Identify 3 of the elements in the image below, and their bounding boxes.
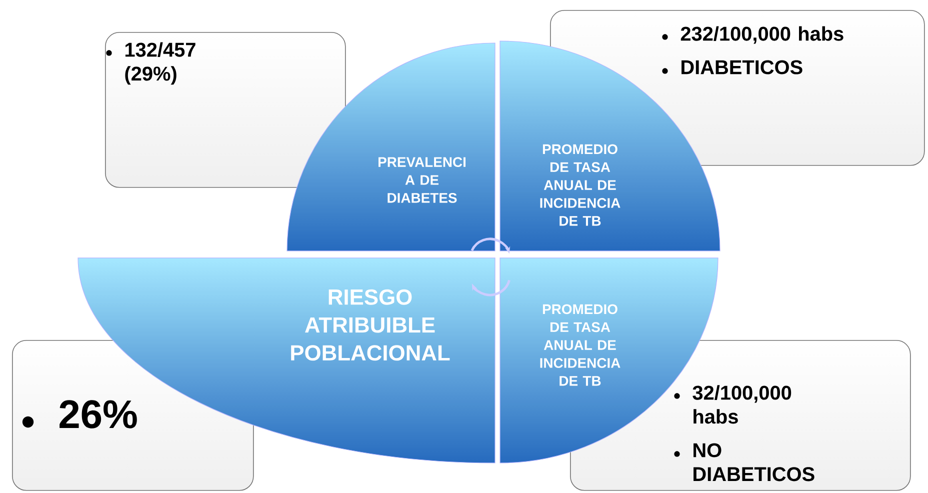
info-box [105, 32, 346, 188]
curved-arrow [472, 280, 510, 296]
bullet-text: 132/457 (29%) [125, 42, 196, 85]
